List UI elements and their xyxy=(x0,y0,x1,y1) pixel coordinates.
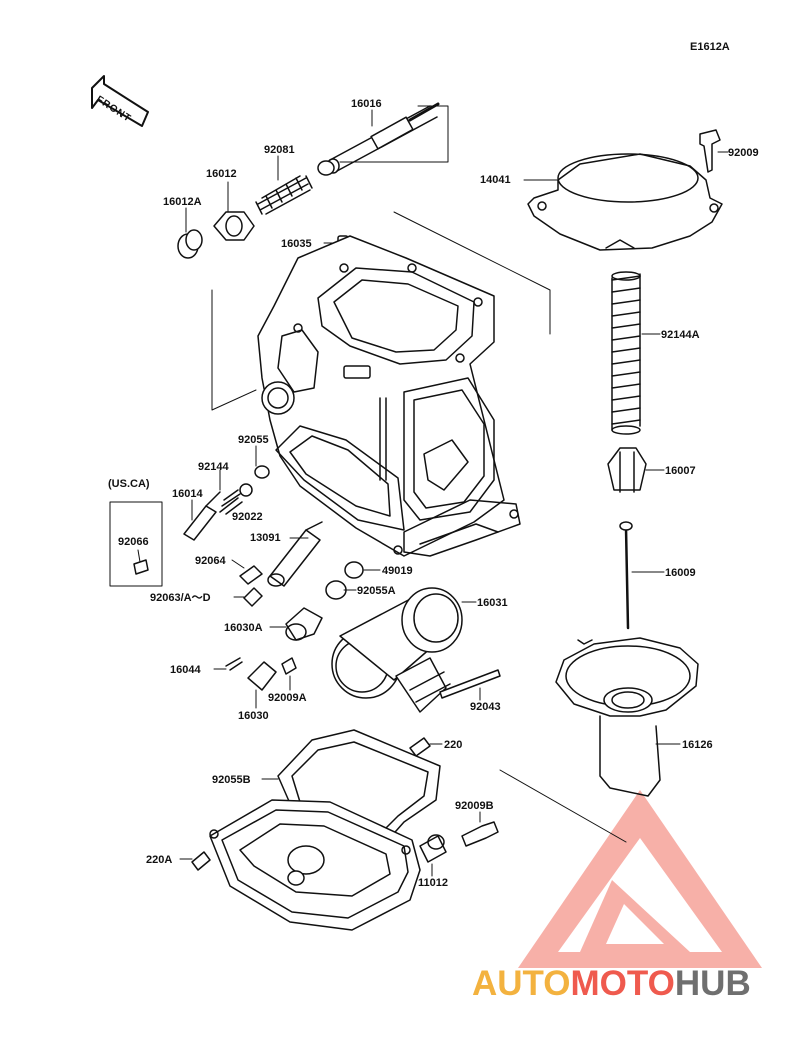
label-92064: 92064 xyxy=(195,555,226,567)
label-92144A: 92144A xyxy=(661,329,700,341)
label-92022: 92022 xyxy=(232,511,263,523)
part-92063-main-jet xyxy=(243,587,263,607)
label-92063: 92063/A～D xyxy=(150,592,211,604)
part-16044-pin xyxy=(225,657,243,671)
part-16030-float-valve xyxy=(247,661,277,691)
carburetor-body xyxy=(211,211,551,557)
label-220: 220 xyxy=(444,739,463,751)
part-16009-jet-needle xyxy=(619,521,633,630)
part-92043-pin xyxy=(439,669,501,699)
part-92081-spring xyxy=(255,160,335,215)
watermark-automotohub: AUTOMOTOHUB xyxy=(472,966,751,1002)
front-direction-arrow xyxy=(91,75,149,127)
label-220A: 220A xyxy=(146,854,173,866)
bracket-16016 xyxy=(339,105,449,163)
watermark-part-hub: HUB xyxy=(674,964,751,1003)
part-14041-top-cover xyxy=(527,153,723,251)
label-16014: 16014 xyxy=(172,488,203,500)
region-label: (US.CA) xyxy=(108,478,150,490)
label-92055B: 92055B xyxy=(212,774,251,786)
label-16030A: 16030A xyxy=(224,622,263,634)
part-92009B-screw xyxy=(461,821,499,847)
part-49019-cap xyxy=(344,561,364,579)
label-16035: 16035 xyxy=(281,238,312,250)
part-13091-needle-jet xyxy=(267,521,323,587)
label-92055A: 92055A xyxy=(357,585,396,597)
part-float-bowl xyxy=(209,799,421,931)
part-16014-pilot-screw xyxy=(183,491,221,541)
part-220A-screw xyxy=(191,851,211,871)
label-92055: 92055 xyxy=(238,434,269,446)
label-92009: 92009 xyxy=(728,147,759,159)
diagram-code: E1612A xyxy=(690,41,730,53)
label-16012A: 16012A xyxy=(163,196,202,208)
part-92009-screw xyxy=(699,129,721,173)
label-16044: 16044 xyxy=(170,664,201,676)
part-92009A-screw xyxy=(281,657,297,675)
region-box-usca xyxy=(109,501,163,587)
label-92081: 92081 xyxy=(264,144,295,156)
label-16012: 16012 xyxy=(206,168,237,180)
label-49019: 49019 xyxy=(382,565,413,577)
part-92055-oring xyxy=(254,465,270,479)
part-92144-spring-small xyxy=(219,489,243,515)
part-92066-cap xyxy=(133,559,149,575)
part-220-screw xyxy=(409,737,431,757)
part-11012-cap xyxy=(419,834,447,863)
label-92009A: 92009A xyxy=(268,692,307,704)
label-16009: 16009 xyxy=(665,567,696,579)
label-14041: 14041 xyxy=(480,174,511,186)
watermark-part-auto: AUTO xyxy=(472,964,571,1003)
label-92043: 92043 xyxy=(470,701,501,713)
part-16016-throttle-shaft xyxy=(326,102,440,174)
label-13091: 13091 xyxy=(250,532,281,544)
part-16012-nut xyxy=(213,211,255,241)
part-92064-jet xyxy=(239,565,263,585)
watermark-part-moto: MOTO xyxy=(570,964,675,1003)
label-92144: 92144 xyxy=(198,461,229,473)
part-92022-washer xyxy=(239,483,253,497)
part-92055A-oring xyxy=(325,580,347,600)
leader-92066 xyxy=(137,549,141,563)
label-16016: 16016 xyxy=(351,98,382,110)
label-92009B: 92009B xyxy=(455,800,494,812)
label-92066: 92066 xyxy=(118,536,149,548)
label-11012: 11012 xyxy=(418,877,448,889)
label-16007: 16007 xyxy=(665,465,696,477)
center-line-piston xyxy=(499,769,627,843)
part-16007-needle-holder xyxy=(607,447,647,493)
label-16030: 16030 xyxy=(238,710,269,722)
leader-92064 xyxy=(231,559,245,569)
part-16126-piston-diaphragm xyxy=(555,637,699,797)
part-92144A-spring xyxy=(611,271,641,435)
part-16031-float xyxy=(331,587,463,713)
part-16030A-float-valve-seat xyxy=(285,607,323,641)
label-16031: 16031 xyxy=(477,597,508,609)
part-16012A-cap xyxy=(177,229,203,259)
label-16126: 16126 xyxy=(682,739,713,751)
watermark-triangle-logo xyxy=(518,790,762,968)
